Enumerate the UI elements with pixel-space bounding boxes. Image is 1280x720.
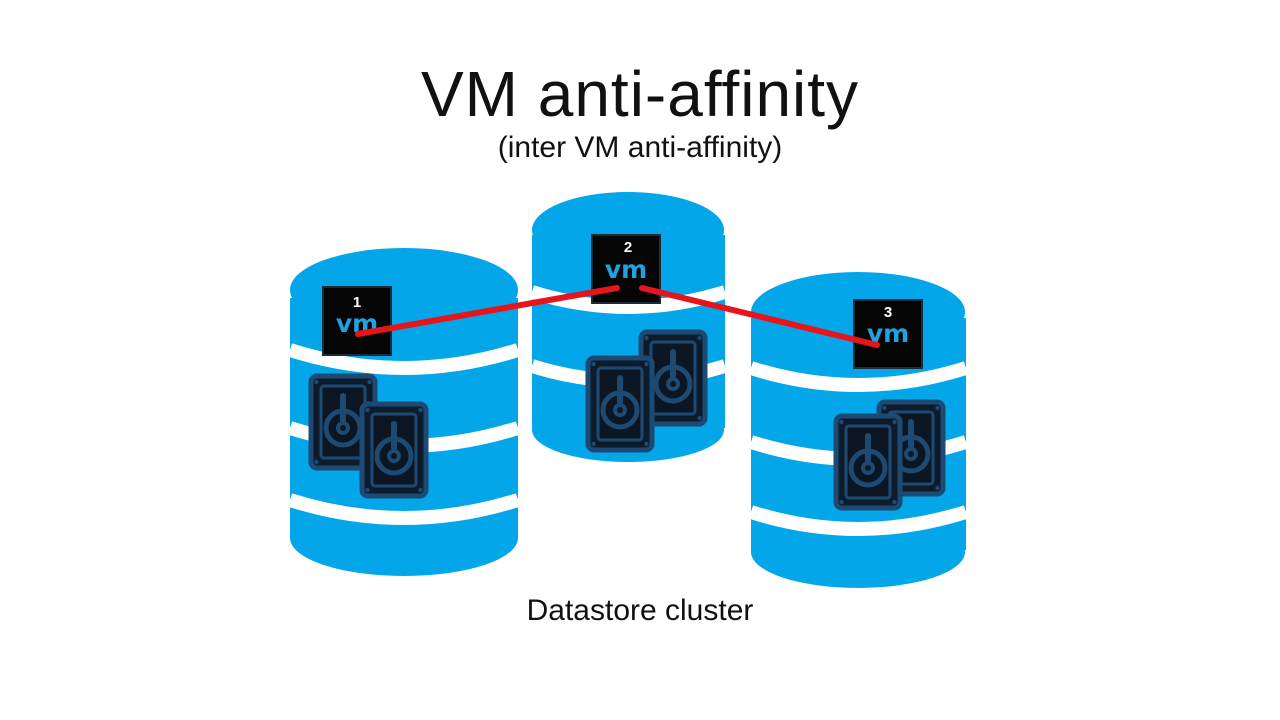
link-vm2-vm3 xyxy=(639,285,880,348)
hard-disk-icon xyxy=(362,404,426,496)
vm-number: 1 xyxy=(353,294,361,311)
hard-disk-icon xyxy=(588,358,652,450)
vm-icon-3: 3 vm xyxy=(853,299,923,369)
diagram-title: VM anti-affinity xyxy=(420,58,860,130)
hard-disk-icon xyxy=(836,416,900,508)
diagram-subtitle: (inter VM anti-affinity) xyxy=(497,131,783,164)
link-vm1-vm2 xyxy=(355,285,620,337)
vm-number: 2 xyxy=(624,239,632,256)
anti-affinity-links xyxy=(355,285,880,348)
diagram-caption: Datastore cluster xyxy=(526,594,754,627)
vm-label: vm xyxy=(605,255,647,284)
vm-number: 3 xyxy=(884,304,892,321)
vm-icon-1: 1 vm xyxy=(322,286,392,356)
